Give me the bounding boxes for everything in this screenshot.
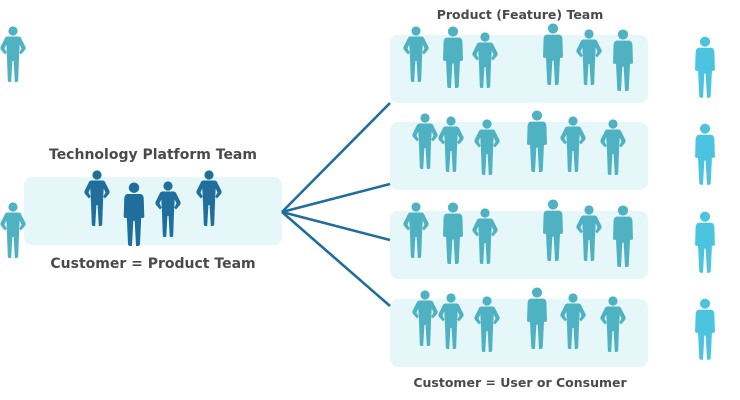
product-team-title: Product (Feature) Team xyxy=(436,7,604,22)
product-team-person-icon xyxy=(600,296,626,352)
product-team-person-icon xyxy=(403,26,429,82)
platform-team-panel xyxy=(24,177,282,245)
product-team-person-icon xyxy=(474,296,500,352)
product-team-person-icon xyxy=(438,116,464,172)
connector-line xyxy=(281,211,391,307)
product-team-person-icon xyxy=(472,208,498,264)
connector-line xyxy=(281,210,391,242)
product-team-person-icon xyxy=(560,293,586,349)
product-team-person-icon xyxy=(474,119,500,175)
connector-lines xyxy=(281,102,391,307)
product-team-person-icon xyxy=(543,23,563,85)
product-team-person-icon xyxy=(472,32,498,88)
platform-person-icon xyxy=(155,181,181,237)
platform-team-title: Technology Platform Team xyxy=(49,147,257,163)
product-team-person-icon xyxy=(0,26,26,82)
platform-team-people xyxy=(84,170,222,246)
consumer-person-icon xyxy=(695,298,715,360)
platform-person-icon xyxy=(84,170,110,226)
connector-line xyxy=(281,102,391,213)
product-team-person-icon xyxy=(560,116,586,172)
platform-person-icon xyxy=(123,182,145,246)
product-team-panel-3 xyxy=(390,211,648,279)
product-team-person-icon xyxy=(543,199,563,261)
product-team-person-icon xyxy=(600,119,626,175)
product-team-panel-1 xyxy=(390,35,648,103)
product-team-person-icon xyxy=(412,290,438,346)
connector-line xyxy=(281,182,391,214)
consumer-person-icon xyxy=(695,123,715,185)
consumer-people xyxy=(695,36,715,360)
product-team-person-icon xyxy=(576,205,602,261)
product-team-person-icon xyxy=(527,110,547,172)
consumer-person-icon xyxy=(695,36,715,98)
product-team-person-icon xyxy=(527,287,547,349)
product-team-person-icon xyxy=(443,202,463,264)
product-team-person-icon xyxy=(0,202,26,258)
product-team-person-icon xyxy=(438,293,464,349)
consumer-person-icon xyxy=(695,211,715,273)
product-team-person-icon xyxy=(576,29,602,85)
product-team-person-icon xyxy=(403,202,429,258)
product-team-person-icon xyxy=(412,113,438,169)
consumer-caption: Customer = User or Consumer xyxy=(413,375,627,390)
platform-team-caption: Customer = Product Team xyxy=(50,256,256,272)
product-team-person-icon xyxy=(613,205,633,267)
product-team-person-icon xyxy=(613,29,633,91)
platform-person-icon xyxy=(196,170,222,226)
product-team-person-icon xyxy=(443,26,463,88)
